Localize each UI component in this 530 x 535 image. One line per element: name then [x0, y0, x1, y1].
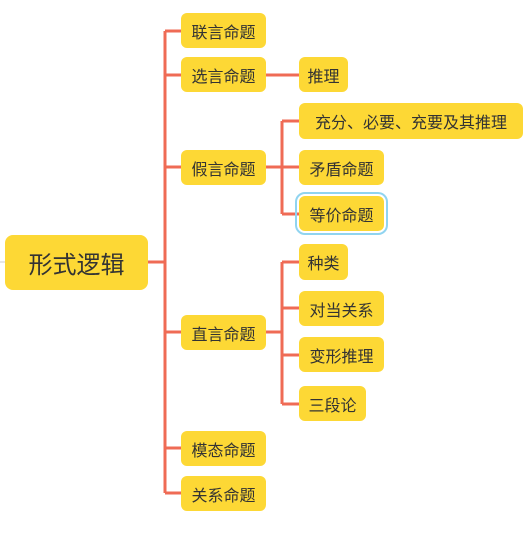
branch-node-guanxi[interactable]: 关系命题 [181, 476, 266, 511]
branch-node-lianyan[interactable]: 联言命题 [181, 13, 266, 48]
branch-node-xuanyan[interactable]: 选言命题 [181, 57, 266, 92]
leaf-node-chongfen[interactable]: 充分、必要、充要及其推理 [299, 103, 523, 139]
leaf-node-duidang[interactable]: 对当关系 [299, 291, 384, 326]
leaf-node-dengjia[interactable]: 等价命题 [295, 192, 388, 235]
leaf-node-zhonglei[interactable]: 种类 [299, 244, 348, 280]
branch-node-motai[interactable]: 模态命题 [181, 431, 266, 466]
leaf-node-maodun[interactable]: 矛盾命题 [299, 150, 384, 185]
branch-node-zhiyan[interactable]: 直言命题 [181, 315, 266, 350]
branch-node-jiayan[interactable]: 假言命题 [181, 150, 266, 185]
root-node[interactable]: 形式逻辑 [5, 235, 148, 290]
leaf-node-sanduanlun[interactable]: 三段论 [299, 386, 366, 421]
leaf-node-tuili[interactable]: 推理 [299, 57, 348, 92]
leaf-node-bianxing[interactable]: 变形推理 [299, 337, 384, 372]
